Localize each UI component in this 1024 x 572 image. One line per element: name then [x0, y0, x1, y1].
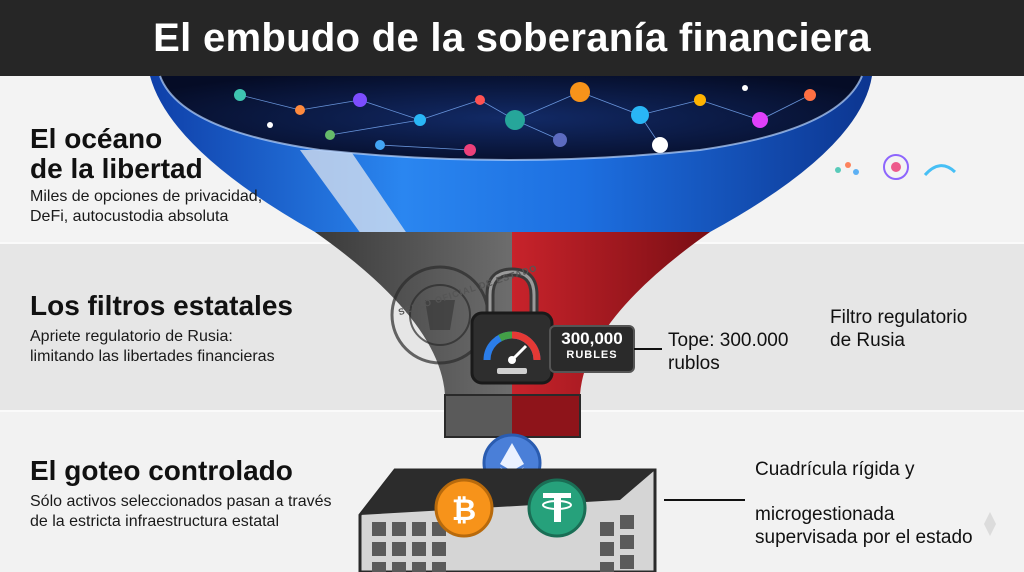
gauge-icon: [483, 331, 541, 374]
callout-cap: Tope: 300.000 rublos: [668, 329, 788, 375]
header-bar: El embudo de la soberanía financiera: [0, 0, 1024, 76]
callout-line-text: supervisada por el estado: [755, 527, 973, 548]
section-filters-desc: Apriete regulatorio de Rusia: limitando …: [30, 327, 275, 367]
section-ocean-desc: Miles de opciones de privacidad, DeFi, a…: [30, 187, 262, 227]
desc-line: Apriete regulatorio de Rusia:: [30, 328, 233, 345]
network-icon: [835, 154, 957, 180]
section-drip-desc: Sólo activos seleccionados pasan a travé…: [30, 492, 332, 532]
callout-line-text: Tope: 300.000: [668, 330, 789, 351]
callout-grid-top: Cuadrícula rígida y: [755, 459, 915, 480]
callout-grid-bottom: microgestionada supervisada por el estad…: [755, 503, 973, 549]
section-drip-heading: El goteo controlado: [30, 455, 293, 486]
section-ocean-heading: El océano de la libertad: [30, 124, 203, 184]
callout-line-text: microgestionada: [755, 504, 895, 525]
network-icon: [239, 91, 811, 151]
section-filters-heading: Los filtros estatales: [30, 290, 293, 321]
callout-line-text: de Rusia: [830, 330, 905, 351]
lock-unit: RUBLES: [566, 349, 618, 361]
page-title: El embudo de la soberanía financiera: [153, 15, 871, 60]
lock-amount: 300,000: [561, 329, 623, 348]
state-grid-box: [358, 468, 657, 572]
desc-line: de la estricta infraestructura estatal: [30, 513, 280, 530]
crypto-nodes: [234, 82, 816, 156]
padlock-icon: [470, 267, 554, 385]
callout-line-text: rublos: [668, 353, 720, 374]
desc-line: Sólo activos seleccionados pasan a travé…: [30, 493, 332, 510]
bitcoin-icon: ₿: [434, 478, 494, 538]
desc-line: DeFi, autocustodia absoluta: [30, 208, 229, 225]
heading-line: El océano: [30, 123, 163, 154]
sparkle-icon: [984, 512, 996, 536]
callout-line-text: Filtro regulatorio: [830, 307, 968, 328]
desc-line: limitando las libertades financieras: [30, 348, 275, 365]
desc-line: Miles de opciones de privacidad,: [30, 188, 263, 205]
svg-text:₿: ₿: [452, 493, 476, 528]
lock-value: 300,000 RUBLES: [552, 329, 632, 362]
tether-icon: [527, 478, 587, 538]
callout-filter: Filtro regulatorio de Rusia: [830, 306, 967, 352]
heading-line: de la libertad: [30, 153, 203, 184]
